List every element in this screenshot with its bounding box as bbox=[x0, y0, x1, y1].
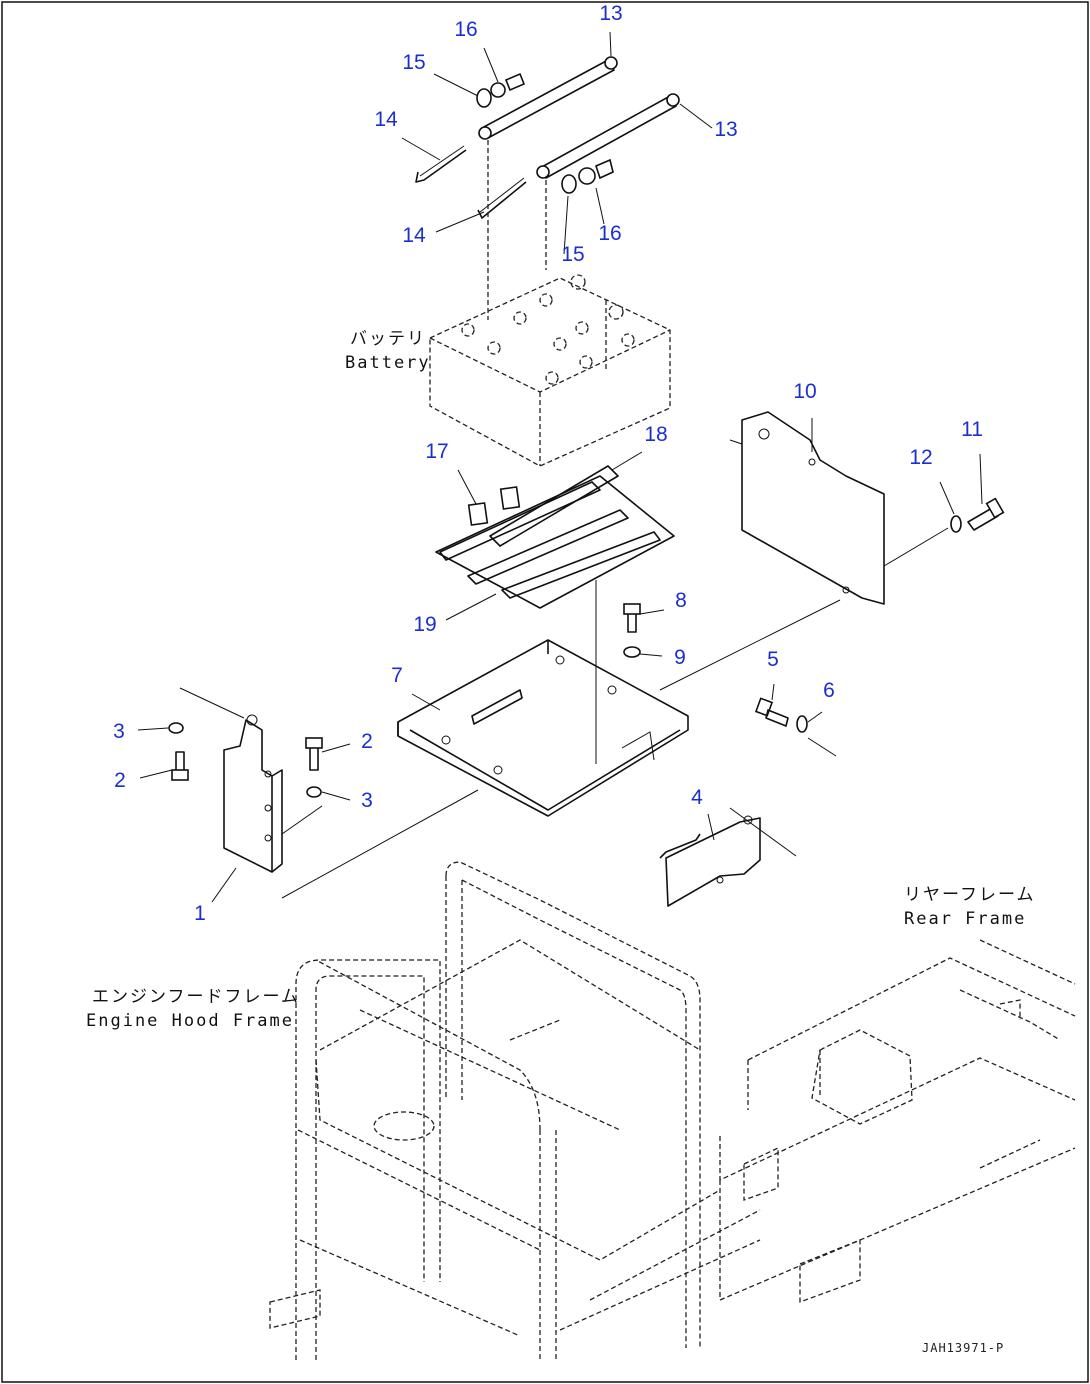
callout-3: 3 bbox=[361, 789, 373, 812]
washer-9 bbox=[623, 646, 641, 658]
cover-plate-10 bbox=[729, 411, 885, 605]
callout-13: 13 bbox=[714, 118, 737, 141]
washer-nut-upper bbox=[476, 72, 526, 108]
callout-2: 2 bbox=[361, 730, 373, 753]
washer-12 bbox=[950, 515, 962, 533]
callout-leaders bbox=[137, 31, 983, 903]
bolt-5 bbox=[754, 697, 789, 727]
bracket-4 bbox=[659, 815, 761, 907]
bolt-2-right bbox=[305, 737, 323, 771]
washer-3-left bbox=[168, 722, 184, 734]
callout-15: 15 bbox=[402, 51, 425, 74]
engine-hood-frame bbox=[269, 861, 721, 1360]
rear-frame-label-jp: リヤーフレーム bbox=[904, 885, 1035, 905]
callout-1: 1 bbox=[194, 902, 206, 925]
callout-7: 7 bbox=[391, 664, 403, 687]
engine-hood-frame-label-en: Engine Hood Frame bbox=[86, 1011, 294, 1031]
callout-13: 13 bbox=[599, 2, 622, 25]
battery-label-jp: バッテリ bbox=[350, 329, 426, 349]
battery-mat-19 bbox=[435, 465, 675, 609]
bracket-1 bbox=[223, 714, 283, 873]
rear-frame bbox=[559, 939, 1076, 1331]
callout-16: 16 bbox=[454, 18, 477, 41]
callout-19: 19 bbox=[413, 613, 436, 636]
callout-16: 16 bbox=[598, 222, 621, 245]
battery-label-en: Battery bbox=[345, 353, 431, 373]
callout-11: 11 bbox=[961, 418, 983, 441]
washer-6 bbox=[796, 715, 808, 733]
callout-8: 8 bbox=[675, 589, 687, 612]
bolt-2-left bbox=[171, 751, 189, 781]
rear-frame-label-en: Rear Frame bbox=[904, 909, 1026, 929]
assembly-guide-lines bbox=[179, 527, 949, 899]
callout-3: 3 bbox=[113, 720, 125, 743]
bolt-11 bbox=[967, 497, 1005, 531]
j-bolt-14-lower bbox=[477, 177, 527, 219]
callout-9: 9 bbox=[674, 646, 686, 669]
tie-rod-13-upper bbox=[478, 56, 618, 140]
callout-5: 5 bbox=[767, 648, 779, 671]
callout-18: 18 bbox=[644, 423, 667, 446]
callout-14: 14 bbox=[374, 108, 398, 131]
callout-2: 2 bbox=[114, 769, 126, 792]
battery-outline bbox=[429, 274, 671, 467]
callout-12: 12 bbox=[909, 446, 932, 469]
battery-tray-7 bbox=[397, 639, 689, 817]
callout-15: 15 bbox=[561, 243, 584, 266]
washer-3-right bbox=[306, 786, 322, 798]
washer-nut-lower bbox=[561, 158, 614, 194]
drawing-code: JAH13971-P bbox=[922, 1341, 1004, 1355]
bolt-8 bbox=[623, 603, 641, 633]
callout-14: 14 bbox=[402, 224, 426, 247]
engine-hood-frame-label-jp: エンジンフードフレーム bbox=[92, 987, 300, 1007]
j-bolt-14-upper bbox=[415, 145, 467, 183]
callout-4: 4 bbox=[691, 786, 703, 809]
callout-6: 6 bbox=[823, 679, 835, 702]
callout-17: 17 bbox=[425, 440, 448, 463]
tie-rod-13-lower bbox=[536, 93, 680, 179]
callout-10: 10 bbox=[793, 380, 816, 403]
